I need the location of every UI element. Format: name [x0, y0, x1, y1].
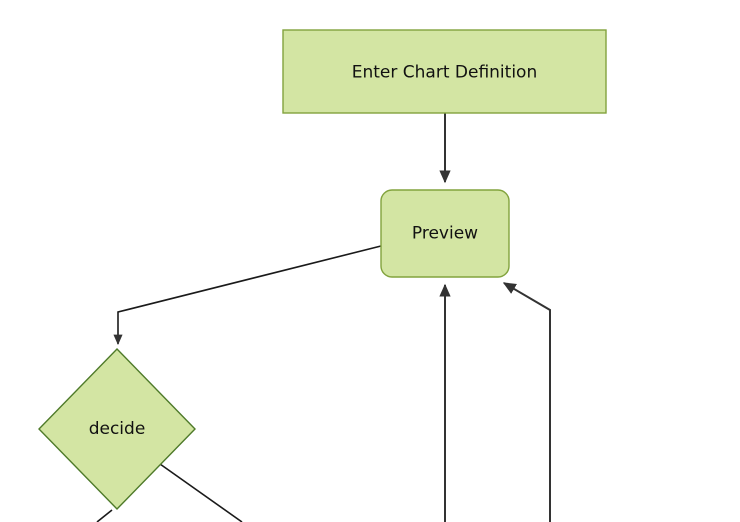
node-enter-chart-definition[interactable]: Enter Chart Definition [282, 29, 607, 114]
node-group: Enter Chart Definition Preview decide [38, 29, 607, 511]
node-preview-shape[interactable] [380, 189, 510, 278]
node-decide-label: decide [89, 419, 146, 439]
edge-decide-out-left [96, 509, 113, 522]
node-decide-shape[interactable] [38, 347, 196, 511]
node-preview[interactable]: Preview [380, 189, 510, 278]
edge-decide-out-right [159, 463, 243, 522]
edge-group [96, 113, 551, 522]
node-enter-chart-definition-shape[interactable] [282, 29, 607, 114]
edge-return-right-to-preview [502, 282, 551, 522]
node-decide[interactable]: decide [38, 347, 196, 511]
node-preview-label: Preview [412, 224, 478, 244]
edge-preview-to-decide [113, 245, 382, 346]
node-enter-chart-definition-label: Enter Chart Definition [352, 63, 537, 83]
